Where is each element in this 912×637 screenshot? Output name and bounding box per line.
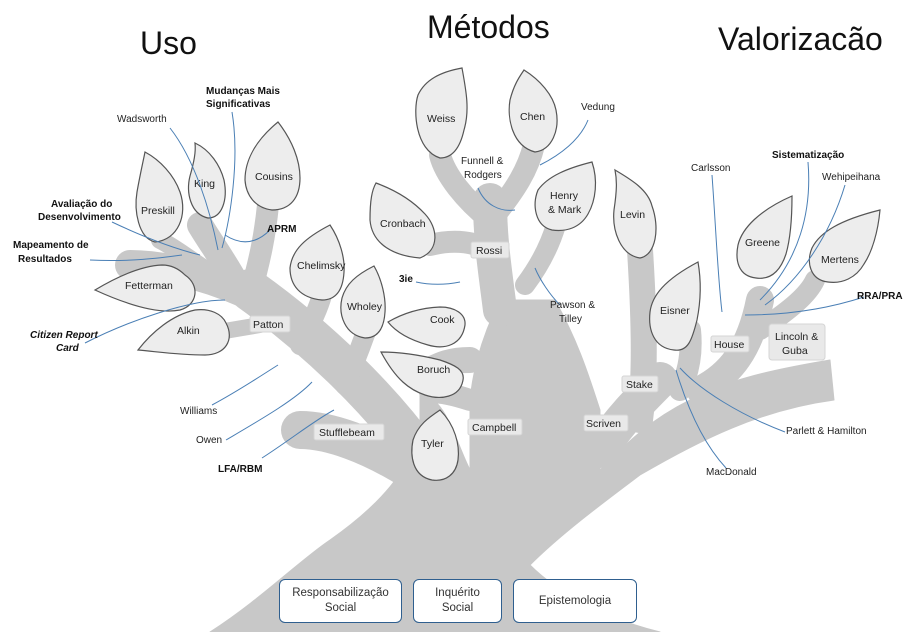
tag-lincoln-guba: Lincoln & Guba: [768, 323, 826, 361]
annotation-pawson-2: Tilley: [559, 314, 582, 325]
root-responsabilizacao-line-1: Responsabilização: [292, 587, 389, 599]
svg-text:Cousins: Cousins: [255, 171, 293, 183]
leaf-henry-mark: Henry & Mark: [534, 161, 597, 232]
annotation-3ie: 3ie: [399, 274, 413, 285]
annotation-owen: Owen: [196, 435, 222, 446]
annotation-mudancas-1: Mudanças Mais: [206, 86, 280, 97]
svg-text:Lincoln &: Lincoln &: [775, 331, 818, 343]
annotation-macdonald: MacDonald: [706, 467, 757, 478]
tag-stake: Stake: [621, 375, 659, 393]
annotation-wehipeihana: Wehipeihana: [822, 172, 881, 183]
tag-scriven: Scriven: [583, 414, 629, 432]
svg-text:Preskill: Preskill: [141, 205, 175, 217]
svg-text:Wholey: Wholey: [347, 301, 383, 313]
root-epistemologia: Epistemologia: [513, 579, 637, 623]
annotation-pawson-1: Pawson &: [550, 300, 595, 311]
svg-text:Alkin: Alkin: [177, 325, 200, 337]
root-responsabilizacao-line-2: Social: [324, 602, 357, 614]
annotation-mapeamento-1: Mapeamento de: [13, 240, 89, 251]
root-inquerito-social: Inquérito Social: [413, 579, 502, 623]
svg-text:Tyler: Tyler: [421, 438, 444, 450]
leaf-greene: Greene: [736, 195, 793, 279]
svg-text:Boruch: Boruch: [417, 364, 450, 376]
leaf-mertens: Mertens: [808, 209, 881, 283]
title-metodos: Métodos: [427, 9, 550, 45]
leaf-boruch: Boruch: [379, 351, 464, 398]
tag-campbell: Campbell: [467, 418, 523, 436]
tag-patton: Patton: [249, 315, 291, 333]
svg-text:Stufflebeam: Stufflebeam: [319, 427, 375, 439]
leaf-wholey: Wholey: [340, 265, 386, 339]
annotation-williams: Williams: [180, 406, 217, 417]
svg-text:House: House: [714, 339, 745, 351]
leaf-levin: Levin: [613, 168, 657, 259]
leaf-fetterman: Fetterman: [93, 264, 196, 312]
annotation-funnell-1: Funnell &: [461, 156, 504, 167]
svg-text:& Mark: & Mark: [548, 204, 582, 216]
svg-text:Weiss: Weiss: [427, 113, 455, 125]
svg-text:Chen: Chen: [520, 111, 545, 123]
annotation-rra-pra: RRA/PRA: [857, 291, 903, 302]
annotation-mudancas-2: Significativas: [206, 99, 271, 110]
leaf-cook: Cook: [387, 306, 466, 348]
annotations: Mudanças Mais Significativas Wadsworth A…: [13, 86, 903, 478]
leaf-chelimsky: Chelimsky: [289, 224, 346, 301]
svg-text:Cook: Cook: [430, 314, 455, 326]
annotation-funnell-2: Rodgers: [464, 170, 502, 181]
svg-text:King: King: [194, 178, 215, 190]
leaf-alkin: Alkin: [136, 309, 230, 356]
svg-text:Guba: Guba: [782, 345, 808, 357]
annotation-parlett-hamilton: Parlett & Hamilton: [786, 426, 867, 437]
svg-text:Mertens: Mertens: [821, 254, 859, 266]
annotation-citizen-2: Card: [56, 343, 80, 354]
annotation-aprm: APRM: [267, 224, 296, 235]
root-responsabilizacao-social: Responsabilização Social: [279, 579, 402, 623]
title-uso: Uso: [140, 25, 197, 61]
svg-text:Henry: Henry: [550, 190, 579, 202]
svg-text:Rossi: Rossi: [476, 245, 502, 257]
root-inquerito-line-2: Social: [441, 602, 474, 614]
tag-rossi: Rossi: [470, 241, 510, 259]
annotation-lfa-rbm: LFA/RBM: [218, 464, 262, 475]
annotation-citizen-1: Citizen Report: [30, 330, 98, 341]
svg-text:Greene: Greene: [745, 237, 780, 249]
svg-text:Scriven: Scriven: [586, 418, 621, 430]
svg-text:Eisner: Eisner: [660, 305, 690, 317]
root-epistemologia-label: Epistemologia: [538, 594, 612, 607]
leaf-cousins: Cousins: [244, 121, 301, 211]
svg-text:Fetterman: Fetterman: [125, 280, 173, 292]
svg-text:Chelimsky: Chelimsky: [297, 260, 346, 272]
leaf-eisner: Eisner: [649, 261, 701, 351]
annotation-vedung: Vedung: [581, 102, 615, 113]
svg-text:Levin: Levin: [620, 209, 645, 221]
title-valorizacao: Valorizacão: [718, 21, 883, 57]
annotation-wadsworth: Wadsworth: [117, 114, 167, 125]
connector-lines: [84, 111, 865, 469]
leaf-chen: Chen: [508, 69, 558, 153]
svg-text:Cronbach: Cronbach: [380, 218, 426, 230]
svg-text:Campbell: Campbell: [472, 422, 516, 434]
annotation-carlsson: Carlsson: [691, 163, 730, 174]
annotation-avaliacao-2: Desenvolvimento: [38, 212, 121, 223]
annotation-avaliacao-1: Avaliação do: [51, 199, 112, 210]
leaf-weiss: Weiss: [415, 67, 468, 159]
annotation-sistematizacao: Sistematização: [772, 150, 844, 161]
leaf-king: King: [187, 142, 226, 219]
svg-text:Patton: Patton: [253, 319, 284, 331]
tag-stufflebeam: Stufflebeam: [313, 423, 385, 441]
leaf-cronbach: Cronbach: [369, 182, 436, 259]
leaf-preskill: Preskill: [135, 151, 184, 243]
svg-text:Stake: Stake: [626, 379, 653, 391]
leaf-tyler: Tyler: [411, 409, 460, 481]
tag-house: House: [710, 335, 750, 353]
root-inquerito-line-1: Inquérito: [435, 587, 480, 599]
annotation-mapeamento-2: Resultados: [18, 254, 72, 265]
